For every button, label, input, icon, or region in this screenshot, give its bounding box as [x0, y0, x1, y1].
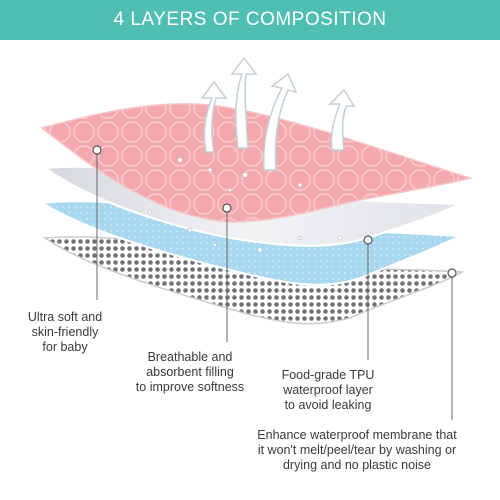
label-tpu-layer: Food-grade TPU waterproof layer to avoid…	[281, 368, 375, 412]
label-top-layer: Ultra soft and skin-friendly for baby	[27, 310, 103, 354]
airflow-arrow-icon	[200, 56, 356, 171]
callout-markers	[92, 145, 457, 278]
label-membrane-layer: Enhance waterproof membrane that it won'…	[257, 428, 457, 472]
callout-lines	[96, 150, 453, 420]
page-title: 4 LAYERS OF COMPOSITION	[113, 9, 387, 30]
label-filling-layer: Breathable and absorbent filling to impr…	[135, 350, 245, 394]
header-banner: 4 LAYERS OF COMPOSITION	[0, 0, 500, 40]
droplets	[147, 157, 343, 253]
layer-top-quilted	[40, 103, 473, 223]
